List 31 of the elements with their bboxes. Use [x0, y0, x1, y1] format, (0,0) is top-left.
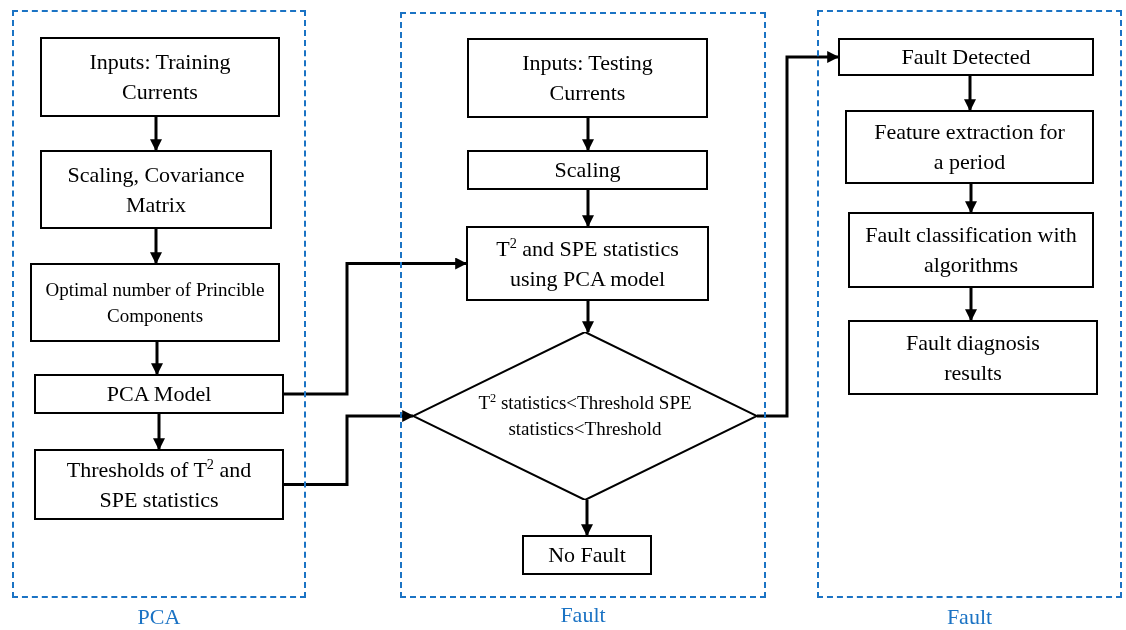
process-box: Fault diagnosis results — [848, 320, 1098, 395]
process-box: Optimal number of Princible Components — [30, 263, 280, 342]
arrow — [150, 117, 162, 152]
arrow — [284, 410, 415, 486]
process-box: Inputs: Training Currents — [40, 37, 280, 117]
process-box: Thresholds of T$^{2}$ and SPE statistics — [34, 449, 284, 520]
process-box: Scaling, Covariance Matrix — [40, 150, 272, 229]
arrow — [284, 257, 468, 396]
process-box: Feature extraction for a period — [845, 110, 1094, 184]
arrow — [582, 190, 594, 228]
process-box: Scaling — [467, 150, 708, 190]
process-box: T$^{2}$ and SPE statistics using PCA model — [466, 226, 709, 301]
arrow — [965, 184, 977, 214]
decision-diamond: T$^{2}$ statistics<Threshold SPE statistics<Threshold — [413, 332, 757, 500]
process-box: Fault Detected — [838, 38, 1094, 76]
arrow — [151, 342, 163, 376]
process-box: PCA Model — [34, 374, 284, 414]
arrow — [582, 118, 594, 152]
arrow — [965, 288, 977, 322]
group-label: Fault — [559, 602, 607, 628]
arrow — [582, 301, 594, 334]
arrow — [150, 229, 162, 265]
group-label: PCA — [136, 604, 182, 630]
group-label: Fault — [945, 604, 994, 630]
process-box: Inputs: Testing Currents — [467, 38, 708, 118]
arrow — [581, 500, 593, 537]
process-box: No Fault — [522, 535, 652, 575]
arrow — [964, 76, 976, 112]
arrow — [153, 414, 165, 451]
arrow — [757, 51, 840, 418]
process-box: Fault classification with algorithms — [848, 212, 1094, 288]
